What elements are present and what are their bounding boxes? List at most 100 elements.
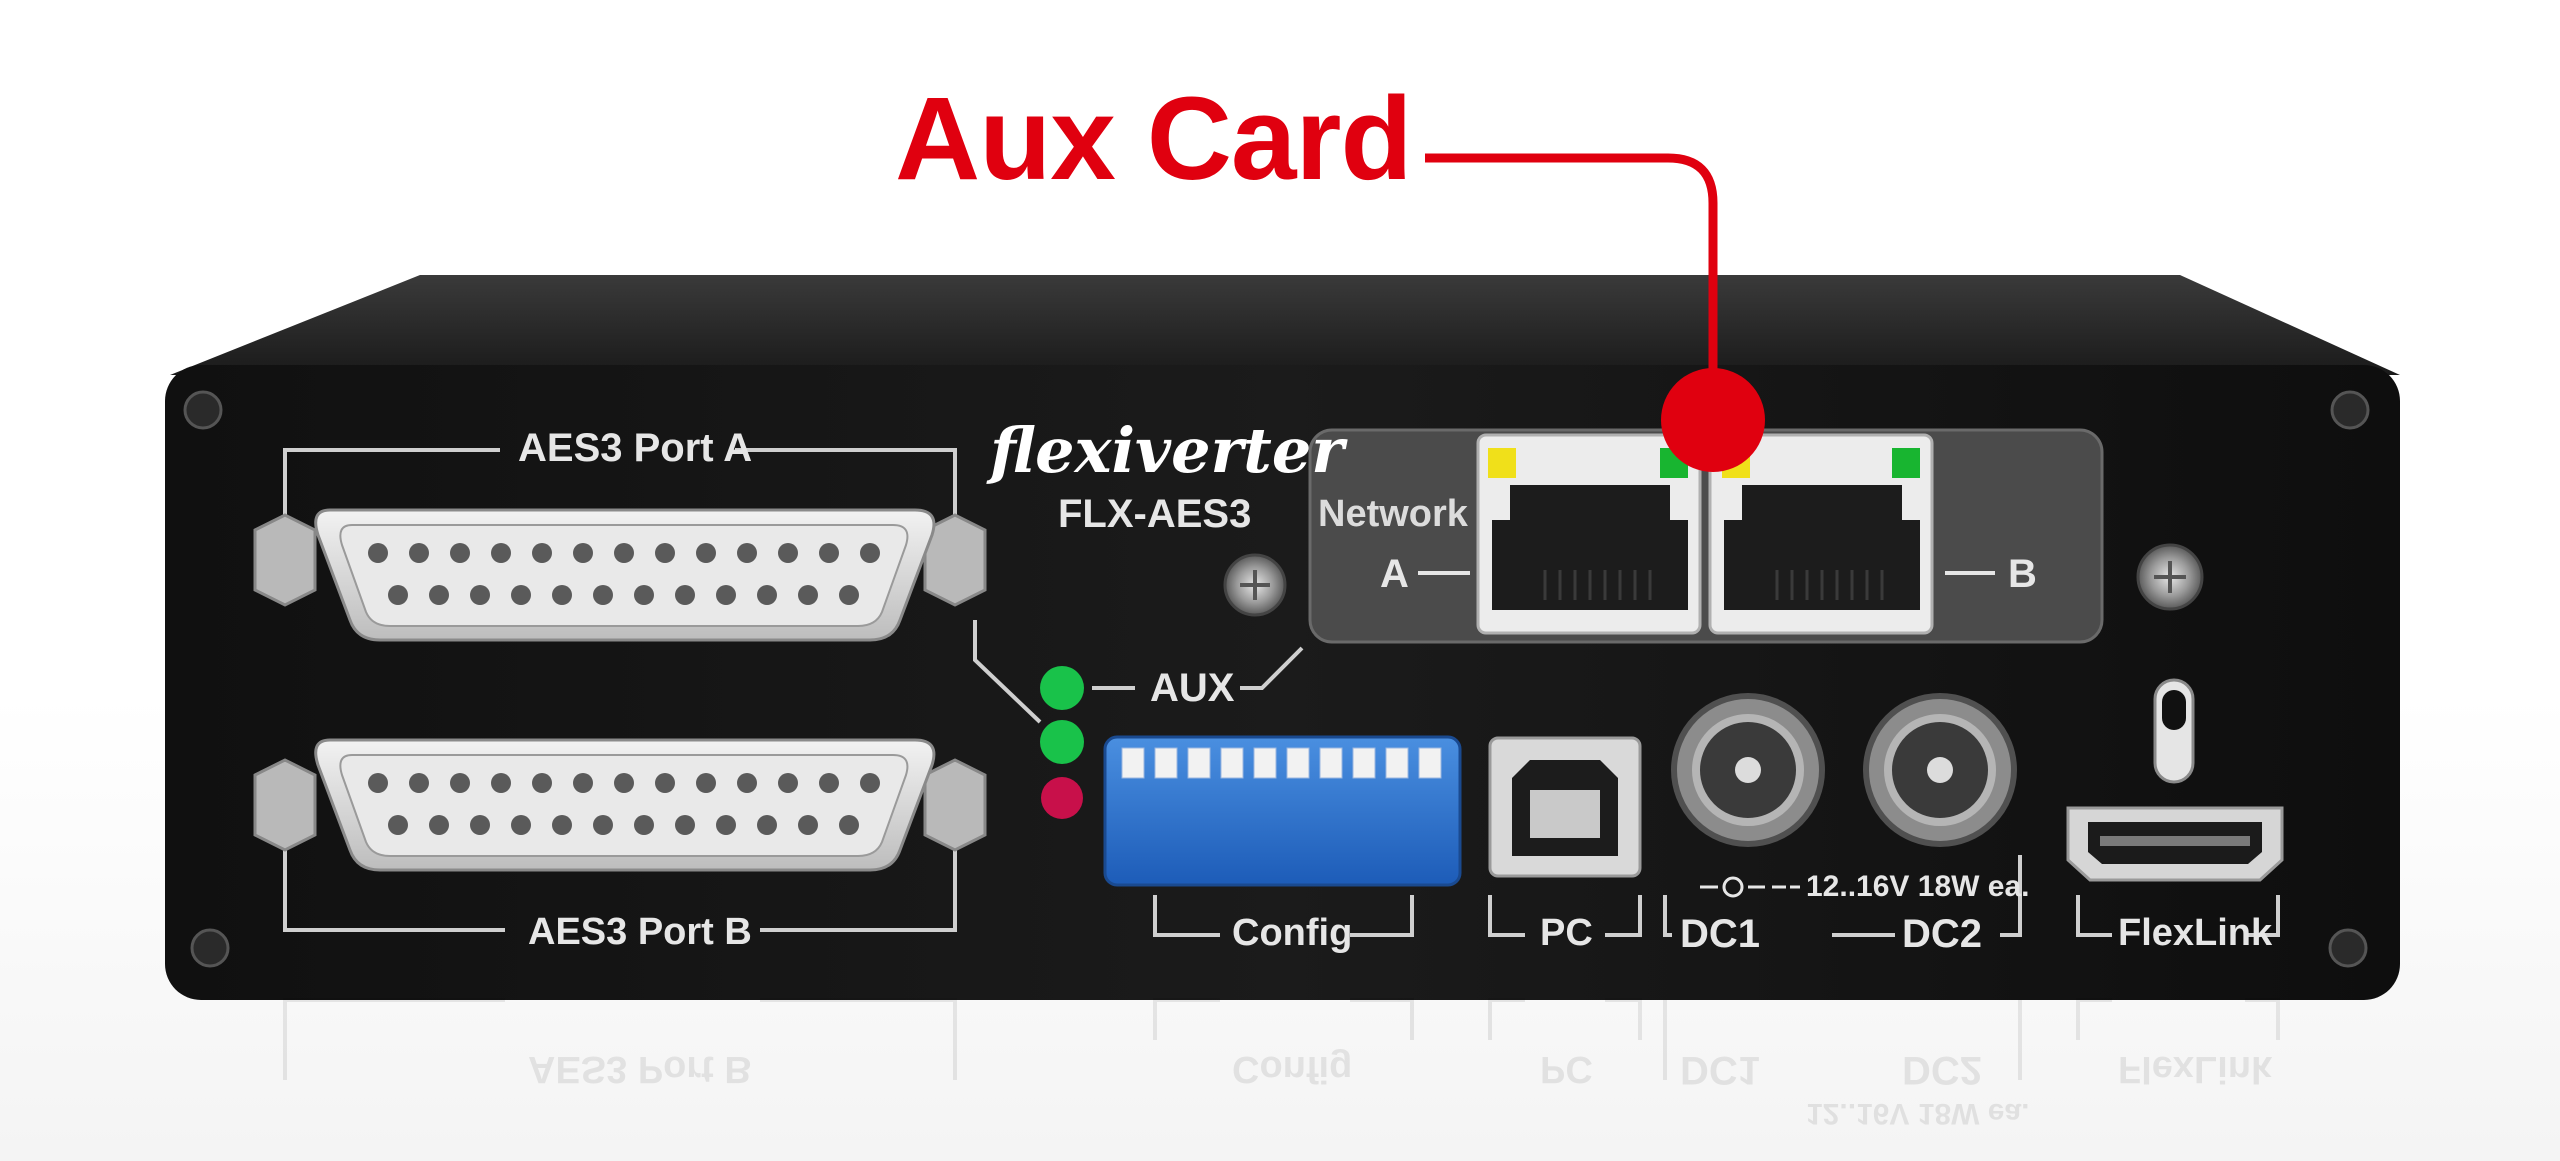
dsub-pin [819, 773, 839, 793]
dsub-pin [429, 815, 449, 835]
callout-target-dot [1661, 368, 1765, 472]
power-polarity-circle [1722, 876, 1744, 898]
aes3-port-a-pins [368, 543, 880, 605]
dsub-pin [614, 543, 634, 563]
network-port-b [1708, 433, 1934, 635]
dsub-pin [511, 585, 531, 605]
dip-switch-key [1121, 747, 1145, 779]
floor-reflection-lines [283, 998, 2280, 1080]
pc-bracket [1488, 895, 1642, 937]
dsub-pin [593, 585, 613, 605]
dsub-pin [675, 815, 695, 835]
pc-usb-port [1488, 736, 1642, 878]
device-top-surface [170, 275, 2400, 375]
flexlink-toggle [2153, 678, 2195, 784]
dsub-pin [470, 585, 490, 605]
dc1-label: DC1 [1680, 912, 1761, 956]
dsub-pin [491, 543, 511, 563]
dsub-pin [737, 773, 757, 793]
network-label: Network [1318, 493, 1468, 535]
dsub-pin [819, 543, 839, 563]
dc2-jack [1863, 693, 2017, 847]
reflection-aes3-port-b: AES3 Port B [528, 1048, 752, 1090]
dsub-pin [716, 585, 736, 605]
aes3-port-b-connector [253, 738, 987, 872]
network-port-a [1476, 433, 1702, 635]
aes3-port-a-bracket [283, 448, 957, 520]
aux-status-led-green [1040, 666, 1084, 710]
status-led-red [1041, 777, 1083, 819]
dip-switch-key [1154, 747, 1178, 779]
aes3-port-b-label: AES3 Port B [528, 911, 752, 953]
reflection-power-spec: 12..16V 18W ea. [1806, 1097, 2030, 1130]
corner-screws [183, 390, 2370, 968]
reflection-pc: PC [1540, 1048, 1593, 1090]
dsub-pin [675, 585, 695, 605]
dsub-pin [798, 585, 818, 605]
dsub-pin [409, 543, 429, 563]
dip-switch-key [1385, 747, 1409, 779]
dsub-pin [778, 543, 798, 563]
dsub-pin [655, 773, 675, 793]
dsub-pin [368, 543, 388, 563]
dsub-pin [429, 585, 449, 605]
flexlink-label: FlexLink [2118, 912, 2273, 954]
model-label: FLX-AES3 [1058, 492, 1252, 536]
reflection-flexlink: FlexLink [2118, 1048, 2273, 1090]
dc2-label: DC2 [1902, 912, 1983, 956]
dsub-pin [450, 773, 470, 793]
dsub-pin [839, 585, 859, 605]
dsub-pin [634, 815, 654, 835]
dsub-pin [593, 815, 613, 835]
dsub-pin [552, 585, 572, 605]
network-port-b-label: B [2008, 552, 2037, 596]
panel-screw-right [2136, 543, 2204, 611]
status-led-green [1040, 720, 1084, 764]
dsub-pin [716, 815, 736, 835]
flexlink-bracket [2076, 895, 2280, 937]
dsub-pin [573, 773, 593, 793]
dsub-pin [860, 773, 880, 793]
callout-leader-line [1425, 153, 1718, 420]
dsub-pin [655, 543, 675, 563]
dsub-pin [511, 815, 531, 835]
reflection-config: Config [1232, 1048, 1353, 1090]
dsub-pin [798, 815, 818, 835]
dsub-pin [839, 815, 859, 835]
brand-logo: flexiverter [990, 414, 1344, 487]
power-spec-label: 12..16V 18W ea. [1806, 870, 2030, 903]
dsub-pin [737, 543, 757, 563]
dsub-pin [757, 815, 777, 835]
aes3-port-a-connector [253, 508, 987, 642]
dsub-pin [696, 773, 716, 793]
dsub-pin [532, 543, 552, 563]
aes3-port-b-bracket [283, 850, 957, 932]
callout-title: Aux Card [895, 73, 1413, 205]
panel-screw-left [1223, 553, 1287, 617]
flexlink-hdmi-port [2066, 806, 2284, 882]
dsub-pin [470, 815, 490, 835]
dsub-pin [388, 815, 408, 835]
dsub-pin [860, 543, 880, 563]
dsub-pin [614, 773, 634, 793]
reflection-dc2: DC2 [1902, 1048, 1983, 1092]
dc1-jack [1671, 693, 1825, 847]
network-port-a-label: A [1380, 552, 1409, 596]
dsub-pin [757, 585, 777, 605]
aux-label: AUX [1150, 666, 1235, 710]
dsub-pin [634, 585, 654, 605]
config-dip-switch [1103, 735, 1462, 887]
dip-switch-key [1352, 747, 1376, 779]
dsub-pin [450, 543, 470, 563]
pc-label: PC [1540, 912, 1593, 954]
dsub-pin [368, 773, 388, 793]
dc-bracket [1663, 855, 2022, 937]
reflection-dc1: DC1 [1680, 1048, 1761, 1092]
dsub-pin [573, 543, 593, 563]
dsub-pin [696, 543, 716, 563]
dsub-pin [532, 773, 552, 793]
dip-switch-key [1187, 747, 1211, 779]
dip-switch-key [1418, 747, 1442, 779]
